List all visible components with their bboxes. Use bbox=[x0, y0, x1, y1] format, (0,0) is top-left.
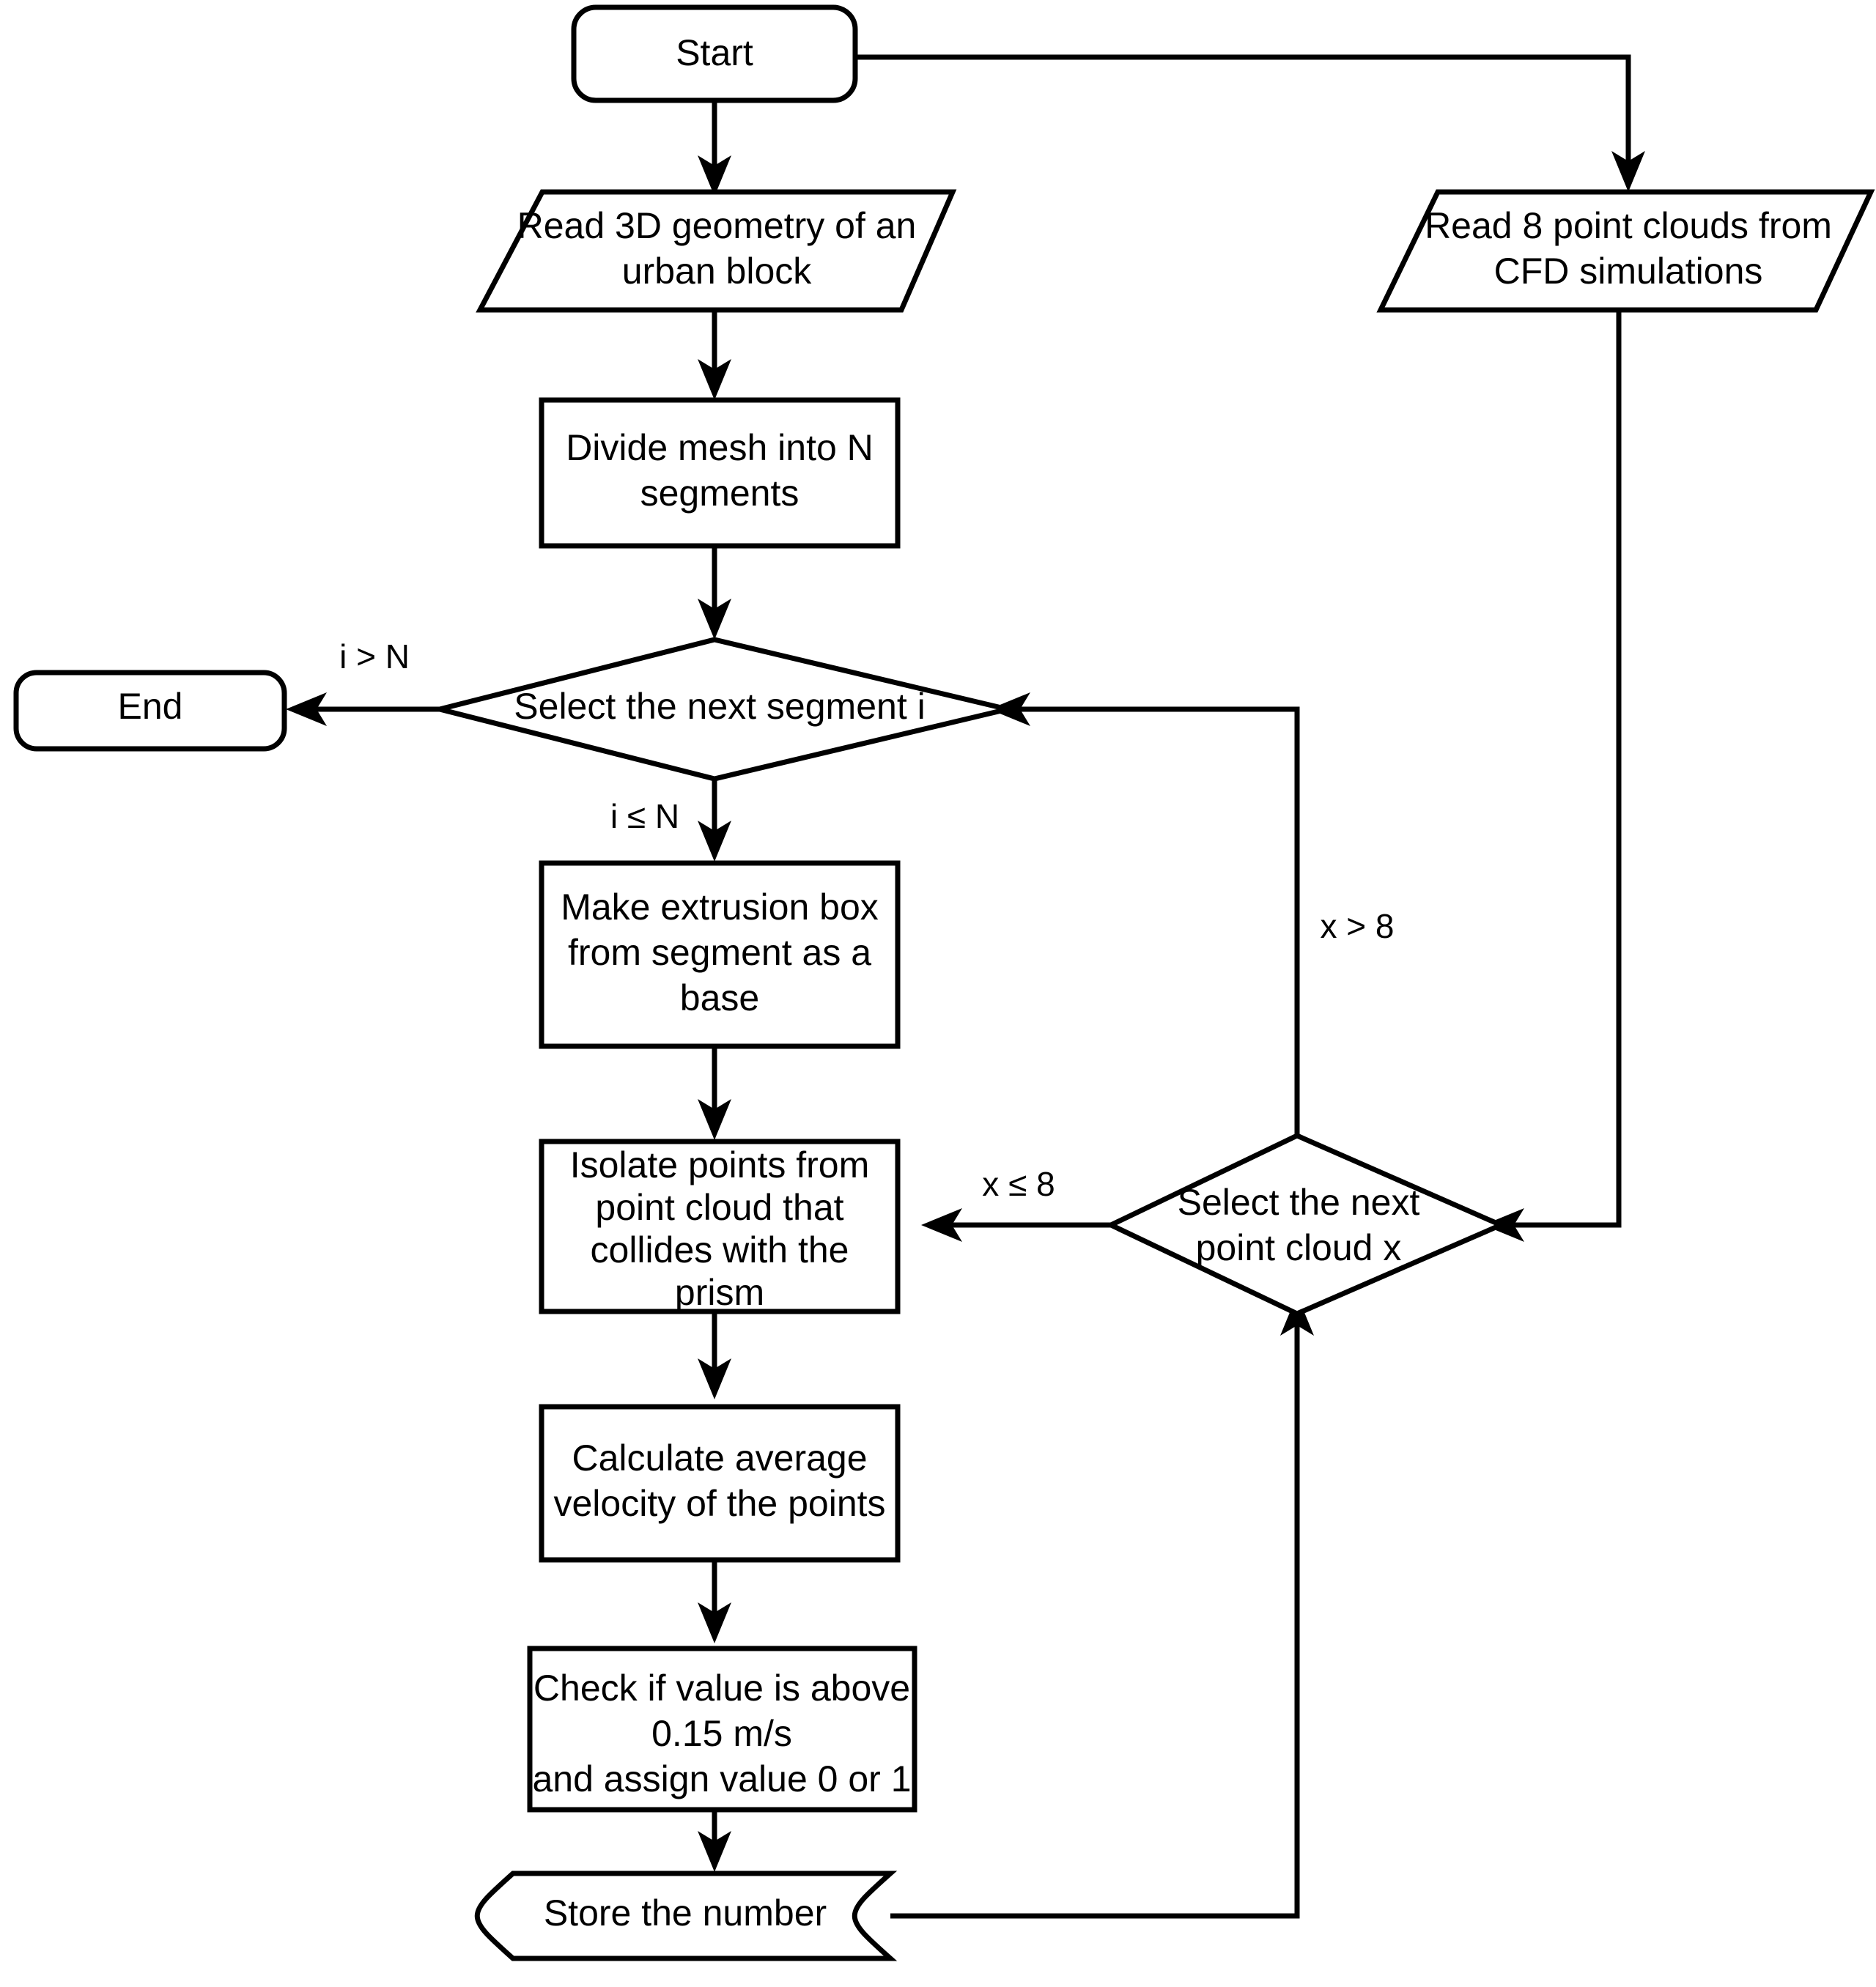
node-make-extrusion[interactable]: Make extrusion box from segment as a bas… bbox=[539, 860, 901, 1049]
start-label: Start bbox=[676, 32, 753, 73]
divide-mesh-shape bbox=[539, 397, 901, 549]
select-point-cloud-label-line2: point cloud x bbox=[1196, 1227, 1402, 1268]
check-value-label-line3: and assign value 0 or 1 bbox=[532, 1758, 911, 1799]
make-extrusion-label-line1: Make extrusion box bbox=[561, 887, 879, 928]
divide-mesh-label-line1: Divide mesh into N bbox=[566, 427, 874, 468]
node-select-segment[interactable]: Select the next segment i bbox=[439, 637, 1008, 782]
read-point-clouds-label-line2: CFD simulations bbox=[1494, 251, 1763, 292]
check-value-label-line1: Check if value is above bbox=[533, 1668, 910, 1709]
isolate-points-label-line3: collides with the bbox=[591, 1229, 849, 1270]
select-segment-shape bbox=[439, 637, 1008, 782]
isolate-points-label-line2: point cloud that bbox=[595, 1187, 843, 1228]
read-geometry-label-line2: urban block bbox=[622, 251, 812, 292]
edge-check-value-to-store-number bbox=[698, 1810, 731, 1872]
edge-start-to-read-geometry bbox=[698, 100, 731, 196]
divide-mesh-label-line2: segments bbox=[640, 473, 799, 514]
edge-start-to-read-point-clouds bbox=[855, 54, 1645, 192]
node-isolate-points[interactable]: Isolate points from point cloud that col… bbox=[539, 1139, 901, 1314]
check-value-label-line2: 0.15 m/s bbox=[651, 1713, 792, 1754]
make-extrusion-shape bbox=[539, 860, 901, 1049]
edge-label-i-leq-n: i ≤ N bbox=[610, 797, 679, 835]
end-shape bbox=[13, 670, 287, 752]
read-point-clouds-shape bbox=[1376, 189, 1875, 313]
end-label: End bbox=[118, 686, 183, 727]
edge-read-geometry-to-divide-mesh bbox=[698, 310, 731, 400]
edge-isolate-points-to-calculate-velocity bbox=[698, 1311, 731, 1399]
start-shape bbox=[571, 4, 858, 103]
isolate-points-shape bbox=[539, 1139, 901, 1314]
node-check-value[interactable]: Check if value is above 0.15 m/s and ass… bbox=[527, 1646, 917, 1813]
read-geometry-label-line1: Read 3D geometry of an bbox=[517, 205, 917, 246]
edge-select-point-cloud-to-select-segment bbox=[989, 692, 1300, 1136]
node-read-geometry[interactable]: Read 3D geometry of an urban block bbox=[476, 189, 957, 313]
store-number-shape bbox=[474, 1871, 898, 1961]
calculate-velocity-shape bbox=[539, 1404, 901, 1563]
node-read-point-clouds[interactable]: Read 8 point clouds from CFD simulations bbox=[1376, 189, 1875, 313]
calculate-velocity-label-line1: Calculate average bbox=[572, 1437, 867, 1479]
node-store-number[interactable]: Store the number bbox=[474, 1871, 898, 1961]
select-segment-label: Select the next segment i bbox=[514, 686, 925, 727]
edge-label-x-greater-8: x > 8 bbox=[1320, 907, 1394, 945]
check-value-shape bbox=[527, 1646, 917, 1813]
edge-store-number-to-select-point-cloud bbox=[890, 1295, 1314, 1919]
edge-make-extrusion-to-isolate-points bbox=[698, 1046, 731, 1140]
edge-divide-mesh-to-select-segment bbox=[698, 546, 731, 640]
store-number-label: Store the number bbox=[544, 1892, 827, 1934]
edge-label-x-leq-8: x ≤ 8 bbox=[982, 1165, 1055, 1203]
edge-label-i-greater-n: i > N bbox=[339, 637, 410, 676]
node-select-point-cloud[interactable]: Select the next point cloud x bbox=[1104, 1133, 1507, 1317]
edge-read-point-clouds-to-select-point-cloud bbox=[1483, 310, 1622, 1242]
read-point-clouds-label-line1: Read 8 point clouds from bbox=[1425, 205, 1832, 246]
edge-select-point-cloud-to-isolate-points bbox=[921, 1208, 1111, 1242]
edge-calculate-velocity-to-check-value bbox=[698, 1560, 731, 1643]
select-point-cloud-shape bbox=[1104, 1133, 1507, 1317]
isolate-points-label-line1: Isolate points from bbox=[570, 1144, 870, 1185]
read-geometry-shape bbox=[476, 189, 957, 313]
select-point-cloud-label-line1: Select the next bbox=[1178, 1182, 1420, 1223]
node-divide-mesh[interactable]: Divide mesh into N segments bbox=[539, 397, 901, 549]
edge-select-segment-to-make-extrusion bbox=[698, 779, 731, 862]
edge-select-segment-to-end bbox=[286, 692, 440, 726]
node-calculate-velocity[interactable]: Calculate average velocity of the points bbox=[539, 1404, 901, 1563]
node-start[interactable]: Start bbox=[571, 4, 858, 103]
make-extrusion-label-line3: base bbox=[680, 977, 759, 1018]
isolate-points-label-line4: prism bbox=[675, 1272, 764, 1313]
make-extrusion-label-line2: from segment as a bbox=[568, 932, 871, 973]
node-end[interactable]: End bbox=[13, 670, 287, 752]
calculate-velocity-label-line2: velocity of the points bbox=[553, 1483, 885, 1524]
